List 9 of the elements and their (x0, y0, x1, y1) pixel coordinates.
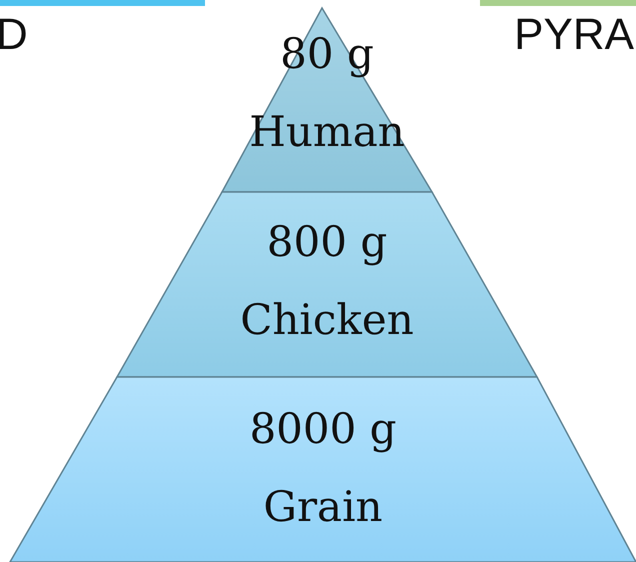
weight-text: 80 g (280, 29, 374, 78)
pyramid-tier (10, 377, 636, 562)
pyramid-tier (117, 192, 537, 377)
heading-fragment: PYRA (514, 10, 634, 60)
organism-text: Human (249, 107, 405, 156)
organism-text: Chicken (240, 295, 414, 344)
organism-text: Grain (263, 482, 383, 531)
weight-text: 800 g (266, 217, 388, 266)
weight-text: 8000 g (249, 404, 397, 453)
